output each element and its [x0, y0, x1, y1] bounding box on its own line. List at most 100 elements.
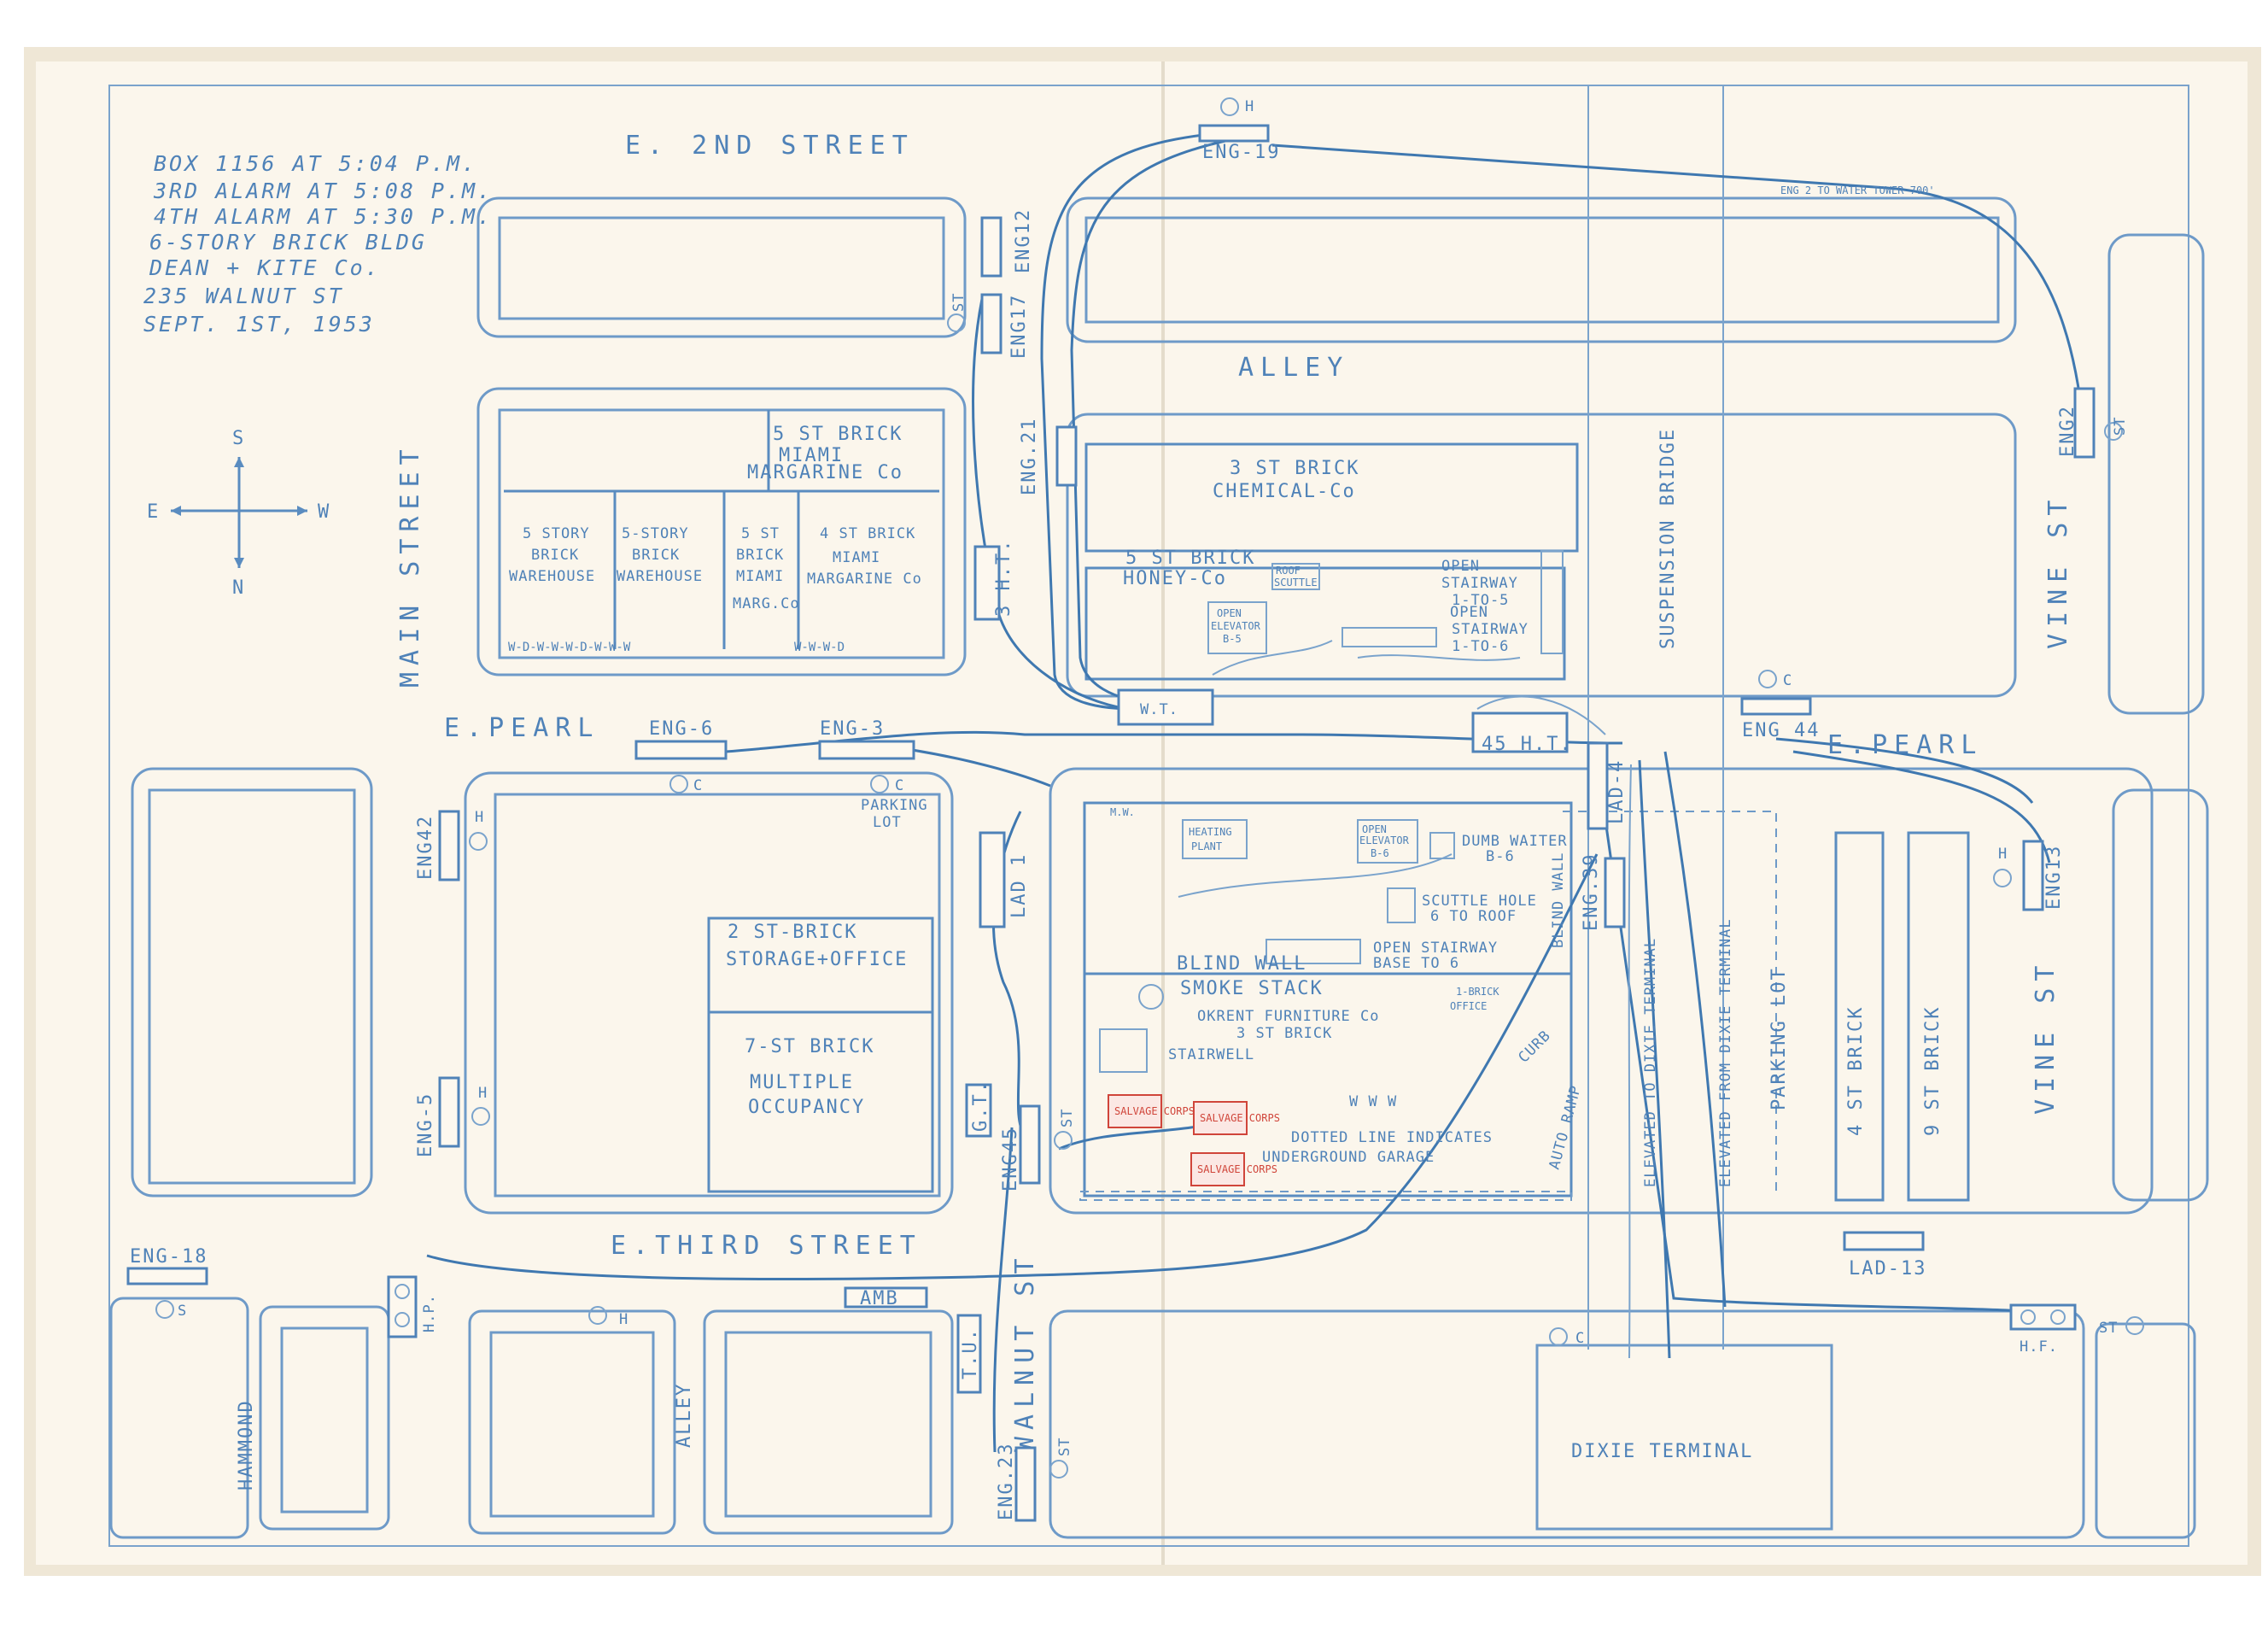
block-hammond-inner: [280, 1326, 369, 1514]
open-stairway-1-6: STAIRWAY: [1452, 621, 1529, 638]
compass-north: N: [232, 577, 245, 599]
blind-wall-2: BLIND WALL: [1550, 852, 1567, 948]
block-hammond: [259, 1305, 390, 1531]
building-label: 4 ST BRICK: [820, 525, 915, 542]
multiple-occupancy-building: [707, 1010, 934, 1193]
incident-note-line: DEAN + KITE Co.: [149, 255, 381, 280]
street-vine-north: VINE ST: [2043, 494, 2073, 649]
lad13-label: LAD-13: [1849, 1258, 1926, 1280]
three-ht-label: 3 H.T.: [993, 539, 1014, 617]
block-margarine: [476, 387, 967, 676]
elevated-to-dixie: ELEVATED TO DIXIE TERMINAL: [1642, 938, 1659, 1187]
building-label: HONEY-Co: [1123, 568, 1227, 589]
block-se: [2095, 1322, 2196, 1539]
building-label: 2 ST-BRICK: [728, 922, 857, 943]
hydrant-label: H: [1998, 846, 2008, 863]
wall-legend: W-D-W-W-W-D-W-W-W: [508, 641, 631, 654]
building-label: MARG.Co: [733, 595, 800, 612]
open-elevator-b6: OPEN: [1362, 823, 1387, 835]
lad1-label: LAD 1: [1008, 853, 1030, 918]
amb-label: AMB: [860, 1288, 899, 1309]
scuttle-hole: SCUTTLE HOLE: [1422, 893, 1537, 910]
roof-scuttle: ROOF: [1276, 565, 1301, 577]
block-south-2-inner: [724, 1331, 932, 1518]
incident-note: BOX 1156 AT 5:04 P.M. 3RD ALARM AT 5:08 …: [143, 151, 493, 337]
eng23-label: ENG.23: [996, 1443, 1017, 1520]
tu-label: T.U.: [960, 1327, 981, 1379]
block-west-mid: [131, 767, 373, 1198]
hydrant-label: H: [1245, 98, 1254, 115]
building-label: WAREHOUSE: [509, 568, 595, 585]
nine-st-brick-building: [1907, 831, 1970, 1202]
annotations: PARKING LOT OPEN ELEVATOR B-5 ROOF SCUTT…: [861, 184, 1935, 1187]
fortyfive-ht-label: 45 H.T.: [1482, 734, 1573, 755]
building-label: OCCUPANCY: [748, 1097, 865, 1118]
eng17-label: ENG17: [1008, 294, 1030, 359]
hydrant-label: H.F.: [2020, 1338, 2058, 1356]
building-label: BRICK: [531, 547, 579, 564]
block-west-mid-inner: [148, 788, 356, 1185]
map-frame: [108, 85, 2189, 1547]
chemical-building: [1084, 442, 1579, 553]
building-label: OKRENT FURNITURE Co: [1197, 1008, 1379, 1025]
building-label: PARKING LOT: [1768, 967, 1790, 1110]
block-north-right: [1066, 196, 2017, 343]
street-e-2nd: E. 2ND STREET: [625, 131, 915, 161]
parking-lot-label: LOT: [873, 814, 902, 831]
open-elevator-b5: OPEN: [1217, 607, 1242, 619]
hydrant-label: H: [619, 1311, 628, 1328]
block-south-1: [468, 1309, 676, 1535]
dixie-terminal-outline: [1535, 1344, 1833, 1531]
street-e-pearl-west: E.PEARL: [444, 713, 599, 743]
eng2-label: ENG2: [2057, 405, 2078, 457]
building-label: CHEMICAL-Co: [1213, 481, 1356, 502]
building-label: 5 ST: [741, 525, 780, 542]
block-margarine-inner: [498, 408, 945, 659]
scuttle-hole: 6 TO ROOF: [1430, 908, 1517, 925]
incident-note-line: 4TH ALARM AT 5:30 P.M.: [154, 204, 493, 229]
block-hammond-west: [109, 1297, 249, 1539]
block-north-right-inner: [1084, 216, 2000, 324]
hydrant-label: H: [478, 1085, 488, 1102]
building-label: 3 ST BRICK: [1230, 458, 1359, 479]
one-brick-office: 1-BRICK: [1456, 986, 1499, 998]
gt-label: G.T.: [970, 1080, 991, 1132]
eng19-label: ENG-19: [1202, 142, 1280, 163]
elevated-from-dixie: ELEVATED FROM DIXIE TERMINAL: [1717, 918, 1734, 1187]
open-stairway-1-5: STAIRWAY: [1441, 575, 1518, 592]
hydrant-label: C: [693, 777, 703, 794]
street-alley-north: ALLEY: [1238, 353, 1349, 383]
incident-note-line: SEPT. 1ST, 1953: [143, 312, 375, 337]
compass-rose: S N E W: [147, 428, 330, 599]
block-south-2: [703, 1309, 954, 1535]
open-stairway-1-5: 1-TO-5: [1452, 592, 1509, 609]
block-north-left: [476, 196, 967, 338]
incident-note-line: 6-STORY BRICK BLDG: [149, 230, 427, 255]
hydrant-label: ST: [1056, 1438, 1073, 1456]
hydrant-label: H: [475, 809, 484, 826]
building-label: 5 ST BRICK: [773, 424, 903, 445]
building-label: WAREHOUSE: [617, 568, 703, 585]
street-main: MAIN STREET: [395, 442, 425, 688]
roof-scuttle: SCUTTLE: [1274, 577, 1318, 589]
heating-plant: HEATING: [1189, 826, 1232, 838]
building-label: MARGARINE Co: [747, 462, 903, 483]
open-elevator-b5: B-5: [1223, 633, 1242, 645]
dumb-waiter: B-6: [1486, 848, 1515, 865]
street-hammond: HAMMOND: [236, 1399, 257, 1490]
street-suspension-bridge: SUSPENSION BRIDGE: [1657, 428, 1679, 649]
water-tower: W.T.: [1140, 701, 1178, 718]
smoke-stack: SMOKE STACK: [1180, 978, 1324, 999]
parking-lot-label: PARKING: [861, 797, 928, 814]
dotted-line-note: DOTTED LINE INDICATES: [1291, 1129, 1493, 1146]
lad4-label: LAD-4: [1606, 759, 1628, 824]
incident-note-line: 3RD ALARM AT 5:08 P.M.: [153, 179, 493, 203]
open-elevator-b6: B-6: [1371, 847, 1389, 859]
compass-west: W: [318, 501, 330, 523]
street-alley-south: ALLEY: [674, 1383, 695, 1448]
underground-garage-line: [1079, 1191, 1572, 1201]
open-stairway-base: BASE TO 6: [1373, 955, 1459, 972]
wall-legend: M.W.: [1110, 806, 1135, 818]
hydrant-label: ST: [1059, 1109, 1076, 1127]
